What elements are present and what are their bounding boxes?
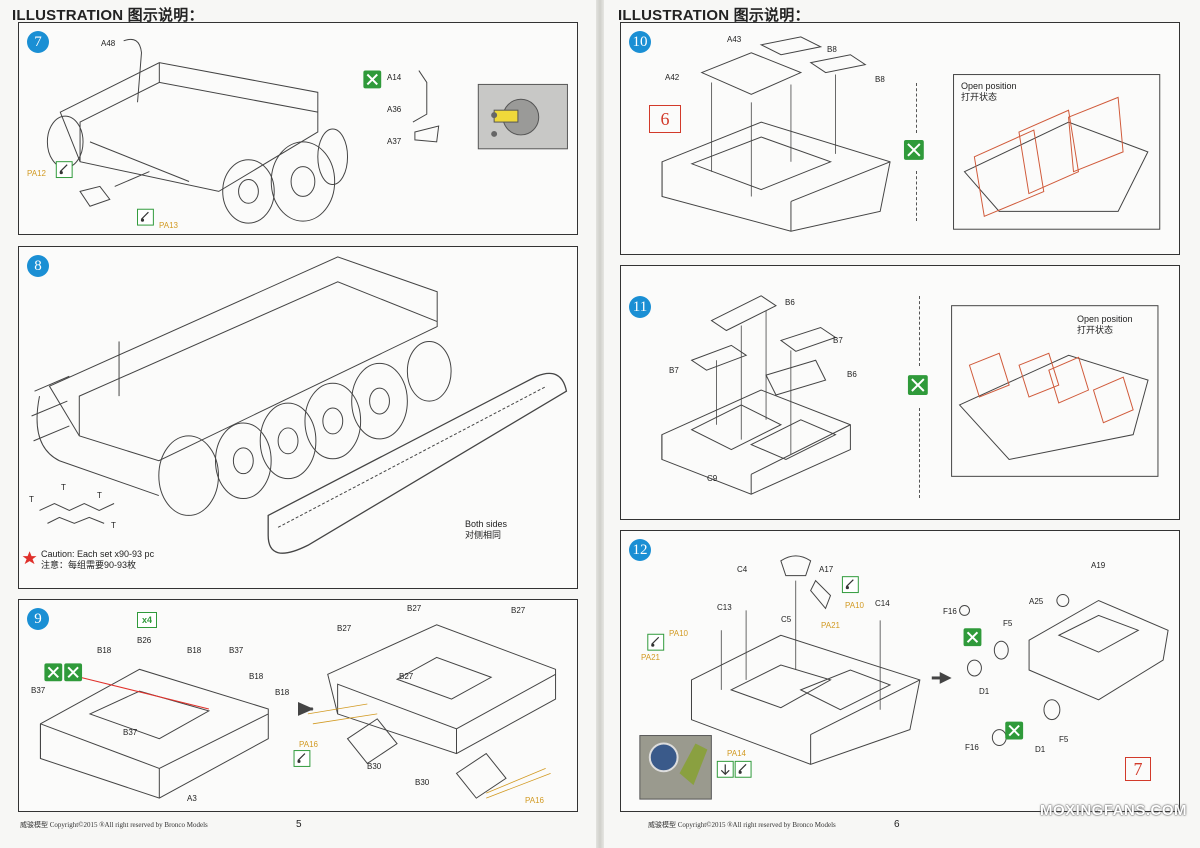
label-b7-1: B7 [833, 336, 843, 345]
caution-english: Caution: Each set x90-93 pc [41, 549, 155, 559]
label-f16-1: F16 [943, 607, 957, 616]
step-11-panel: 11 B6 B7 B7 B6 C9 Open position 打开状态 [620, 265, 1180, 520]
label-c13: C13 [717, 603, 732, 612]
right-page-number: 6 [894, 819, 900, 830]
label-b37-2: B37 [31, 686, 46, 695]
label-b37-1: B37 [229, 646, 244, 655]
right-header: ILLUSTRATION 图示说明： [618, 7, 810, 24]
divider-bottom [916, 171, 917, 221]
open-position-note-10: Open position 打开状态 [961, 81, 1017, 103]
label-t-4: T [111, 521, 116, 530]
step-7-number: 7 [27, 31, 49, 53]
divider-top-11 [919, 296, 920, 366]
label-b37-3: B37 [123, 728, 138, 737]
both-sides-chinese: 对侧相同 [465, 530, 502, 540]
step-7-panel: 7 [18, 22, 578, 235]
step-11-number: 11 [629, 296, 651, 318]
label-a19: A19 [1091, 561, 1106, 570]
step-8-drawing [22, 256, 568, 565]
step-12-drawing [639, 555, 1169, 800]
open-position-chinese-10: 打开状态 [961, 92, 998, 102]
label-b27-2: B27 [511, 606, 526, 615]
label-pa21-1: PA21 [641, 653, 660, 662]
label-d1-2: D1 [1035, 745, 1046, 754]
step-9-panel: 9 x4 B26 B18 B18 B37 B18 B37 B18 B37 A3 [18, 599, 578, 812]
step-12-panel: 12 [620, 530, 1180, 812]
label-c4: C4 [737, 565, 748, 574]
label-a14: A14 [387, 73, 402, 82]
label-pa10-2: PA10 [845, 601, 864, 610]
label-b8-1: B8 [827, 45, 837, 54]
label-c5: C5 [781, 615, 792, 624]
right-footer-copyright: 威骏模型 Copyright©2015 ®All right reserved … [648, 821, 836, 829]
label-b7-2: B7 [669, 366, 679, 375]
label-t-2: T [61, 483, 66, 492]
divider-bottom-11 [919, 408, 920, 498]
label-b27-1: B27 [407, 604, 422, 613]
reference-step-7: 7 [1125, 757, 1151, 781]
label-f5-2: F5 [1059, 735, 1069, 744]
label-b18-4: B18 [275, 688, 290, 697]
label-b18-1: B18 [97, 646, 112, 655]
open-position-note-11: Open position 打开状态 [1077, 314, 1133, 336]
label-b6-1: B6 [785, 298, 795, 307]
label-b27-4: B27 [399, 672, 414, 681]
step-10-drawing [661, 36, 1161, 232]
reference-step-6: 6 [649, 105, 681, 133]
open-position-chinese-11: 打开状态 [1077, 325, 1114, 335]
label-pa16-1: PA16 [299, 740, 318, 749]
quantity-badge: x4 [137, 612, 157, 628]
book-spine [596, 0, 604, 848]
label-b30-2: B30 [415, 778, 430, 787]
both-sides-english: Both sides [465, 519, 508, 529]
step-10-panel: 10 6 A43 B8 A42 B8 Open position 打开状态 [620, 22, 1180, 255]
label-a43: A43 [727, 35, 742, 44]
step-11-drawing [661, 295, 1159, 495]
open-position-english-11: Open position [1077, 314, 1133, 324]
left-header: ILLUSTRATION 图示说明： [12, 7, 204, 24]
label-a36: A36 [387, 105, 402, 114]
step-9-number: 9 [27, 608, 49, 630]
left-footer-copyright: 威骏模型 Copyright©2015 ®All right reserved … [20, 821, 208, 829]
label-t-1: T [29, 495, 34, 504]
step-9-drawing [39, 624, 557, 799]
label-c9: C9 [707, 474, 718, 483]
label-b30-1: B30 [367, 762, 382, 771]
label-a37: A37 [387, 137, 402, 146]
label-pa16-2: PA16 [525, 796, 544, 805]
step-7-drawing [46, 38, 568, 226]
label-pa10-1: PA10 [669, 629, 688, 638]
left-page-number: 5 [296, 819, 302, 830]
caution-chinese: 注意：每组需要90-93枚 [41, 560, 137, 570]
label-pa12: PA12 [27, 169, 46, 178]
label-f5-1: F5 [1003, 619, 1013, 628]
label-pa13: PA13 [159, 221, 178, 230]
caution-note: Caution: Each set x90-93 pc 注意：每组需要90-93… [41, 549, 154, 571]
label-b6-2: B6 [847, 370, 857, 379]
label-a17: A17 [819, 565, 834, 574]
label-a25: A25 [1029, 597, 1044, 606]
both-sides-note: Both sides 对侧相同 [465, 519, 507, 541]
watermark-text: MOXINGFANS.COM [1040, 802, 1188, 819]
label-pa14: PA14 [727, 749, 746, 758]
step-8-number: 8 [27, 255, 49, 277]
open-position-english-10: Open position [961, 81, 1017, 91]
step-12-number: 12 [629, 539, 651, 561]
label-t-3: T [97, 491, 102, 500]
label-pa21-2: PA21 [821, 621, 840, 630]
label-b27-3: B27 [337, 624, 352, 633]
label-f16-2: F16 [965, 743, 979, 752]
step-10-number: 10 [629, 31, 651, 53]
label-b8-2: B8 [875, 75, 885, 84]
label-b18-2: B18 [187, 646, 202, 655]
label-b18-3: B18 [249, 672, 264, 681]
divider-top [916, 83, 917, 133]
label-c14: C14 [875, 599, 890, 608]
label-d1-1: D1 [979, 687, 990, 696]
label-a3: A3 [187, 794, 197, 803]
label-b26: B26 [137, 636, 152, 645]
label-a42: A42 [665, 73, 680, 82]
label-a48: A48 [101, 39, 116, 48]
step-8-panel: 8 T T T T Caution: Each set x90 [18, 246, 578, 589]
